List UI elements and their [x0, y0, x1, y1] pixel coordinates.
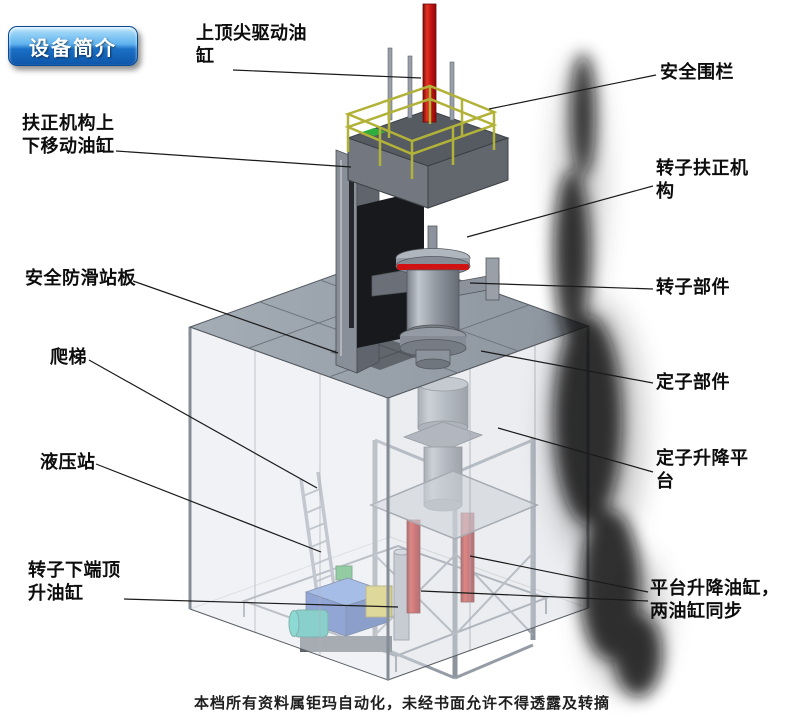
label-stator-part: 定子部件: [656, 372, 730, 393]
label-anti-slip-platform: 安全防滑站板: [25, 268, 136, 289]
leader-centering-cylinder: [115, 150, 352, 168]
label-stator-platform: 定子升降平台: [656, 448, 749, 493]
leader-platform-cyl-a: [469, 555, 649, 593]
watermark-text: 本档所有资料属钜玛自动化，未经书面允许不得透露及转摘: [193, 694, 610, 712]
leader-rotor-centering: [466, 185, 654, 238]
label-rotor-part: 转子部件: [656, 277, 730, 298]
leader-rotor-jack: [123, 598, 399, 608]
title-badge: 设备简介: [8, 26, 138, 66]
leader-safety-fence: [488, 74, 657, 110]
leader-stator-platform: [497, 427, 654, 473]
leader-ladder: [88, 359, 318, 489]
safety-railing: [344, 84, 498, 179]
leader-stator-part: [480, 350, 654, 384]
label-safety-fence: 安全围栏: [660, 62, 734, 83]
rotor-assembly: [371, 225, 500, 370]
label-ladder: 爬梯: [50, 347, 87, 368]
leader-anti-slip: [132, 280, 339, 354]
label-rotor-jack-cylinder: 转子下端顶升油缸: [28, 560, 121, 605]
rotor-red-band: [397, 264, 469, 270]
leader-top-drive-cylinder: [232, 69, 422, 79]
leader-rotor-part: [469, 282, 654, 290]
label-centering-cylinder: 扶正机构上下移动油缸: [22, 113, 115, 158]
label-hydraulic-station: 液压站: [40, 452, 96, 473]
leader-platform-cyl-b: [420, 590, 649, 602]
leader-lines: [88, 69, 657, 608]
label-platform-cylinders: 平台升降油缸，两油缸同步: [650, 578, 780, 623]
label-rotor-centering: 转子扶正机构: [656, 158, 749, 203]
leader-hydraulic-station: [95, 463, 322, 553]
label-top-drive-cylinder: 上顶尖驱动油缸: [196, 23, 307, 68]
